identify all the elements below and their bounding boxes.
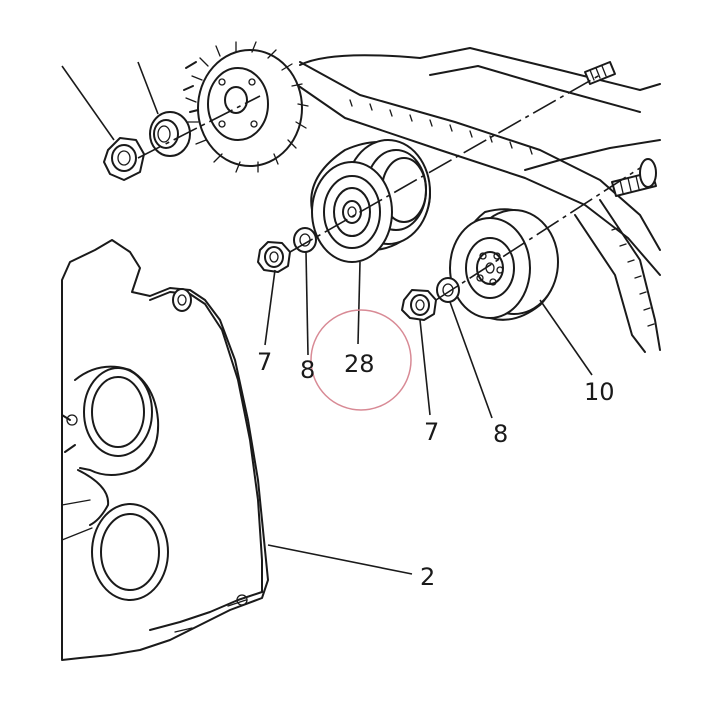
camshaft-sprocket (183, 41, 309, 173)
shaft-seal (149, 111, 191, 157)
callout-7-left: 7 (257, 348, 272, 376)
leader-2 (267, 544, 413, 575)
flange-nut-left (257, 241, 291, 273)
stud-lower (611, 158, 657, 197)
flange-nut-right (401, 289, 437, 321)
callout-8-left: 8 (300, 356, 315, 384)
timing-belt (289, 47, 661, 353)
callout-28: 28 (344, 350, 375, 378)
leader-7-left (264, 269, 276, 346)
callout-10: 10 (584, 378, 615, 406)
leader-10 (539, 299, 593, 376)
highlight-circle (310, 309, 412, 411)
leader-7-right (419, 319, 431, 416)
callout-7-right: 7 (424, 418, 439, 446)
flange-nut-upper (103, 137, 145, 181)
callout-2: 2 (420, 563, 435, 591)
idler-pulley (310, 139, 431, 263)
leader-nut-upper (61, 65, 115, 141)
axis-line-idler (289, 74, 601, 253)
stud-upper (584, 61, 616, 85)
axis-line-tension (435, 167, 641, 301)
callout-8-right: 8 (493, 420, 508, 448)
tension-pulley (449, 208, 559, 321)
timing-cover (61, 239, 269, 661)
leader-8-left (305, 251, 309, 356)
axis-line-sprocket (137, 95, 261, 159)
washer-right (436, 277, 460, 303)
leader-28 (357, 261, 361, 345)
leader-8-right (449, 301, 493, 419)
leader-seal (137, 61, 159, 115)
